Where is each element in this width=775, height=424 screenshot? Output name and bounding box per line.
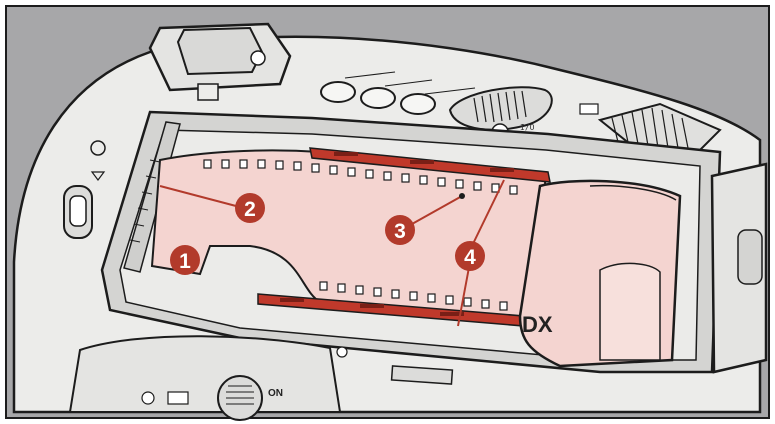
button-label-line-3 xyxy=(424,87,476,95)
film-perforations-top xyxy=(203,159,518,195)
perforation-pointer-dot xyxy=(459,193,465,199)
camera-base-left xyxy=(68,335,342,413)
button-label-line-1 xyxy=(344,71,396,79)
self-timer-button xyxy=(167,391,189,405)
mode-button-1 xyxy=(320,81,356,103)
button-label-line-2 xyxy=(384,79,433,87)
leader-line-2 xyxy=(159,185,237,207)
cartridge-dx-label: DX xyxy=(522,312,553,337)
callout-3-label: 3 xyxy=(394,220,406,243)
leader-line-4a xyxy=(469,179,505,251)
dial-ridges xyxy=(473,90,527,123)
film-perforations-bottom xyxy=(319,281,508,311)
callout-3: 3 xyxy=(385,215,415,245)
frame-counter-label: I/O xyxy=(520,123,535,132)
eyepiece-dial-icon xyxy=(250,50,266,66)
callout-1: 1 xyxy=(170,245,200,275)
mode-button-2 xyxy=(360,87,396,109)
power-switch-on-label: ON xyxy=(268,388,283,399)
callout-leader-lines xyxy=(159,179,505,327)
take-up-spool-teeth xyxy=(129,159,161,243)
base-slot xyxy=(390,365,454,385)
callout-4-label: 4 xyxy=(464,246,476,269)
cartridge-spool xyxy=(599,262,661,361)
power-switch-ridges xyxy=(226,385,254,405)
cartridge-top-edge xyxy=(589,184,677,201)
small-round-button xyxy=(141,391,155,405)
film-rail-top xyxy=(309,147,551,183)
rail-roller-marks xyxy=(280,152,514,316)
strap-lug xyxy=(197,83,219,101)
base-indicator xyxy=(336,346,348,358)
back-release-switch xyxy=(63,140,106,239)
callout-2: 2 xyxy=(235,193,265,223)
leader-line-3 xyxy=(411,195,463,225)
callout-2-label: 2 xyxy=(244,198,256,221)
callout-1-label: 1 xyxy=(179,250,191,273)
back-door-latch xyxy=(737,229,763,285)
mode-button-3 xyxy=(400,93,436,115)
callout-4: 4 xyxy=(455,241,485,271)
viewfinder-eyepiece xyxy=(176,26,264,76)
leader-line-4b xyxy=(457,261,471,327)
